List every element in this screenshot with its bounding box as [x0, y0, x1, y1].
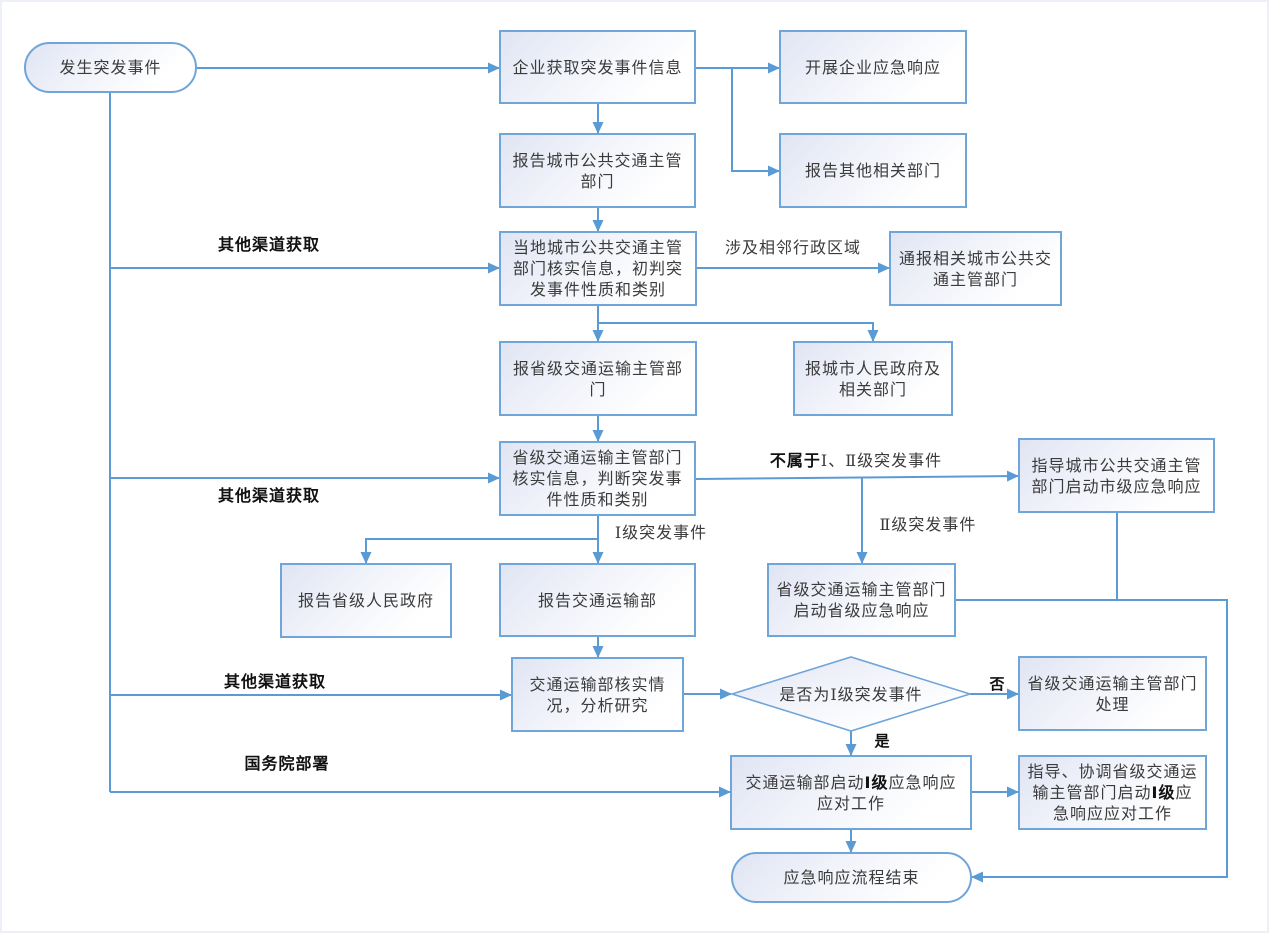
node-city-authority-verify: 当地城市公共交通主管 部门核实信息，初判突 发事件性质和类别: [499, 231, 697, 306]
node-text: 件性质和类别: [546, 490, 649, 509]
node-text: 核实信息，判断突发事: [512, 469, 683, 488]
node-text: 发事件性质和类别: [529, 280, 666, 299]
connector-enterprise-info-to-report-other: [731, 68, 780, 177]
node-enterprise-emergency-response: 开展企业应急响应: [779, 30, 967, 104]
edge-label-other-channels: 其他渠道获取: [217, 486, 321, 505]
node-report-city-government: 报城市人民政府及 相关部门: [793, 341, 953, 416]
node-text: 当地城市公共交通主管: [512, 238, 683, 257]
node-text: 通报相关城市公共交: [898, 248, 1052, 268]
node-text: 处理: [1095, 694, 1130, 714]
node-text: 省级交通运输主管部门: [1027, 673, 1198, 693]
node-report-city-transit-authority: 报告城市公共交通主管 部门: [499, 133, 696, 208]
node-report-provincial-government: 报告省级人民政府: [280, 563, 452, 638]
node-ministry-verify-analyze: 交通运输部核实情 况，分析研究: [511, 657, 684, 732]
node-report-ministry-of-transport: 报告交通运输部: [499, 563, 696, 637]
node-text: 报告交通运输部: [537, 590, 657, 610]
node-text-run: 交通运输部启动: [745, 772, 865, 792]
node-text-run-emphasis: Ⅰ级: [1151, 783, 1176, 802]
node-text: 报省级交通运输主管部: [512, 358, 683, 378]
node-ministry-level-1-response: 交通运输部启动Ⅰ级应急响应 应对工作: [730, 755, 972, 830]
node-text: 企业获取突发事件信息: [512, 57, 683, 77]
node-text-run: 应急响应: [888, 772, 957, 792]
node-enterprise-obtains-info: 企业获取突发事件信息: [499, 30, 696, 104]
edge-label-not-level-1-2: 不属于Ⅰ、Ⅱ级突发事件: [770, 451, 942, 471]
edge-label-no: 否: [989, 675, 1005, 693]
edge-label-run: Ⅰ、Ⅱ级突发事件: [820, 451, 943, 470]
node-start-emergency-occurs: 发生突发事件: [24, 42, 197, 93]
edge-label-neighbor-region: 涉及相邻行政区域: [724, 238, 862, 257]
node-text: 通主管部门: [932, 269, 1018, 289]
node-decision-is-level-1: 是否为Ⅰ级突发事件: [731, 656, 971, 732]
node-text: 报城市人民政府及: [804, 358, 941, 378]
node-text: 是否为Ⅰ级突发事件: [779, 684, 923, 704]
node-report-provincial-transport-authority: 报省级交通运输主管部 门: [499, 341, 697, 416]
node-text: 急响应应对工作: [1052, 804, 1172, 823]
node-report-other-departments: 报告其他相关部门: [779, 133, 967, 208]
edge-label-yes: 是: [874, 732, 890, 750]
node-text-run-emphasis: Ⅰ级: [864, 772, 889, 792]
node-text: 门: [589, 379, 607, 399]
node-text: 交通运输部启动Ⅰ级应急响应: [746, 772, 957, 793]
node-text: 交通运输部核实情: [529, 674, 666, 694]
connector-city-verify-to-report-city-gov: [598, 322, 879, 342]
node-text: 省级交通运输主管部门: [512, 448, 683, 467]
node-text: 报告省级人民政府: [297, 591, 434, 610]
node-text: 应急响应流程结束: [783, 868, 920, 887]
edge-label-other-channels: 其他渠道获取: [223, 672, 327, 691]
node-text: 部门: [580, 171, 615, 191]
node-text: 指导、协调省级交通运: [1027, 762, 1198, 781]
node-text: 部门启动市级应急响应: [1031, 476, 1202, 496]
node-text: 部门核实信息，初判突: [512, 259, 683, 278]
connector-province-response-to-end: [956, 599, 1228, 883]
node-coordinate-provincial-level-1-response: 指导、协调省级交通运 输主管部门启动Ⅰ级应 急响应应对工作: [1018, 755, 1207, 830]
node-guide-city-level-response: 指导城市公共交通主管 部门启动市级应急响应: [1018, 438, 1215, 513]
node-text: 指导城市公共交通主管: [1031, 455, 1202, 475]
node-provincial-authority-verify: 省级交通运输主管部门 核实信息，判断突发事 件性质和类别: [499, 441, 696, 516]
node-text-run: 应: [1175, 783, 1193, 802]
edge-label-other-channels: 其他渠道获取: [217, 235, 321, 254]
node-text: 发生突发事件: [59, 58, 162, 77]
node-text: 况，分析研究: [546, 695, 649, 715]
node-text: 相关部门: [838, 379, 907, 399]
edge-label-state-council-deployment: 国务院部署: [244, 754, 330, 773]
node-text: 报告城市公共交通主管: [512, 150, 683, 170]
node-text-run: 输主管部门启动: [1032, 783, 1152, 802]
node-end-response-process: 应急响应流程结束: [731, 852, 972, 903]
node-text: 开展企业应急响应: [804, 57, 941, 77]
node-text: 报告其他相关部门: [804, 161, 941, 180]
node-text: 省级交通运输主管部门: [776, 580, 947, 599]
connector-province-verify-to-report-prov-gov: [360, 538, 598, 564]
node-provincial-level-response: 省级交通运输主管部门 启动省级应急响应: [767, 563, 956, 637]
node-text: 应对工作: [816, 793, 885, 813]
edge-label-level-1-event: Ⅰ级突发事件: [614, 523, 708, 542]
node-text: 启动省级应急响应: [793, 601, 930, 620]
decision-diamond-shape: [731, 656, 971, 732]
decision-diamond: [731, 656, 971, 732]
edge-label-run-emphasis: 不属于: [769, 451, 821, 470]
node-notify-neighbor-city-authorities: 通报相关城市公共交 通主管部门: [889, 231, 1062, 306]
edge-label-level-2-event: Ⅱ级突发事件: [879, 515, 977, 534]
node-provincial-authority-handles: 省级交通运输主管部门 处理: [1018, 656, 1207, 731]
node-text: 输主管部门启动Ⅰ级应: [1033, 782, 1193, 803]
connector-province-verify-to-guide-city: [695, 470, 1019, 482]
